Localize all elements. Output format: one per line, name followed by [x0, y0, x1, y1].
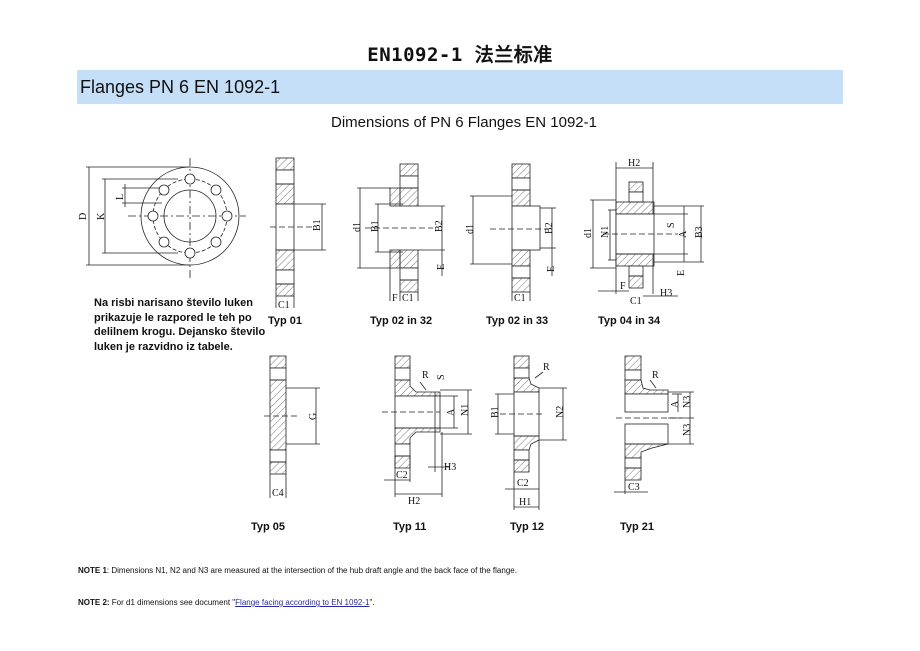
- svg-text:A: A: [678, 230, 689, 238]
- drawing-typ-05: G C4: [262, 352, 332, 502]
- note-2-label: NOTE 2:: [78, 598, 110, 607]
- caption-typ-05: Typ 05: [251, 521, 286, 533]
- svg-text:N1: N1: [600, 226, 611, 238]
- svg-text:R: R: [652, 370, 659, 381]
- svg-text:E: E: [546, 266, 557, 272]
- svg-text:C1: C1: [630, 296, 642, 306]
- svg-text:d1: d1: [465, 224, 476, 234]
- svg-text:A: A: [446, 408, 457, 416]
- drawing-typ-01: B1 C1: [268, 156, 328, 316]
- section-heading-band: Flanges PN 6 EN 1092-1: [77, 70, 843, 104]
- dim-H2: H2: [628, 158, 640, 169]
- drawing-typ-11: R S A N1 H3 C2 H2: [380, 352, 480, 512]
- svg-text:B1: B1: [312, 219, 323, 231]
- svg-text:B1: B1: [370, 220, 381, 232]
- drawing-typ-04-34: H2 d1 N1 S A B3 E F H3 C1: [578, 156, 708, 306]
- svg-text:G: G: [308, 413, 319, 420]
- dim-K: K: [96, 212, 107, 220]
- svg-text:C1: C1: [402, 293, 414, 304]
- svg-text:B3: B3: [694, 226, 705, 238]
- svg-text:F: F: [620, 281, 626, 292]
- caption-typ-21: Typ 21: [620, 521, 655, 533]
- svg-text:N2: N2: [555, 406, 566, 418]
- dim-D: D: [78, 213, 89, 220]
- drawing-typ-02-32: d1 B1 B2 E F C1: [345, 156, 450, 306]
- svg-text:E: E: [676, 270, 687, 276]
- note-1-text: Dimensions N1, N2 and N3 are measured at…: [111, 566, 517, 575]
- svg-text:C1: C1: [278, 300, 290, 311]
- svg-text:d1: d1: [352, 222, 363, 232]
- bolt-hole-note: Na risbi narisano število luken prikazuj…: [94, 297, 266, 353]
- note-2-text-after: ".: [369, 598, 375, 607]
- svg-text:R: R: [543, 362, 550, 373]
- drawing-typ-21: R A N3 N3 C3: [610, 352, 710, 502]
- document-title: EN1092-1 法兰标准: [367, 44, 553, 66]
- svg-text:H1: H1: [519, 497, 531, 508]
- flange-facing-link[interactable]: Flange facing according to EN 1092-1: [235, 598, 370, 607]
- note-2-text-before: For d1 dimensions see document ": [111, 598, 236, 607]
- caption-typ-01: Typ 01: [268, 315, 303, 327]
- svg-text:S: S: [666, 222, 677, 228]
- note-1-label: NOTE 1: [78, 566, 107, 575]
- svg-text:E: E: [436, 264, 447, 270]
- svg-text:C1: C1: [514, 293, 526, 304]
- svg-text:R: R: [422, 370, 429, 381]
- svg-text:A: A: [670, 400, 681, 408]
- bolt-circle-drawing: D K L: [78, 158, 248, 283]
- svg-text:S: S: [436, 374, 447, 380]
- caption-typ-11: Typ 11: [393, 521, 427, 533]
- svg-text:B1: B1: [490, 406, 501, 418]
- svg-text:C2: C2: [396, 470, 408, 481]
- note-1-separator: :: [106, 566, 112, 575]
- section-heading: Flanges PN 6 EN 1092-1: [80, 77, 281, 97]
- drawings-subtitle: Dimensions of PN 6 Flanges EN 1092-1: [331, 114, 597, 131]
- note-1: NOTE 1: Dimensions N1, N2 and N3 are mea…: [78, 566, 517, 575]
- dim-L: L: [115, 194, 126, 200]
- svg-text:N3: N3: [682, 396, 693, 408]
- svg-text:C4: C4: [272, 488, 284, 499]
- svg-text:B2: B2: [544, 222, 555, 234]
- svg-text:H3: H3: [444, 462, 456, 473]
- caption-typ-02-33: Typ 02 in 33: [486, 315, 549, 327]
- caption-typ-02-32: Typ 02 in 32: [370, 315, 433, 327]
- svg-text:d1: d1: [583, 228, 594, 238]
- note-2: NOTE 2: For d1 dimensions see document "…: [78, 598, 375, 607]
- svg-text:C3: C3: [628, 482, 640, 493]
- svg-text:N3: N3: [682, 424, 693, 436]
- svg-text:F: F: [392, 293, 398, 304]
- svg-text:C2: C2: [517, 478, 529, 489]
- svg-text:N1: N1: [460, 404, 471, 416]
- svg-text:H2: H2: [408, 496, 420, 507]
- caption-typ-12: Typ 12: [510, 521, 545, 533]
- drawing-typ-02-33: d1 B2 E C1: [460, 156, 560, 306]
- svg-text:B2: B2: [434, 220, 445, 232]
- drawing-typ-12: R B1 N2 C2 H1: [485, 352, 575, 512]
- svg-text:H3: H3: [660, 288, 672, 299]
- caption-typ-04-34: Typ 04 in 34: [598, 315, 661, 327]
